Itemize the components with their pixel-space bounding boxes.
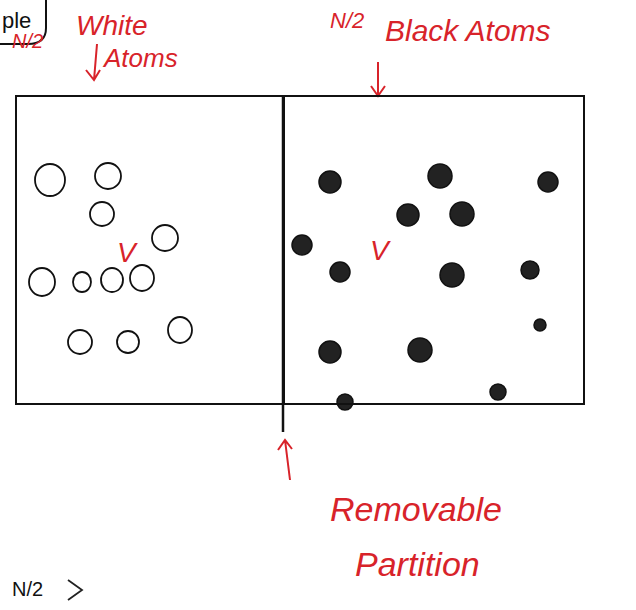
- gas-chamber: V: [283, 95, 585, 405]
- white-atoms: [29, 163, 192, 354]
- annotation: N/2: [12, 578, 43, 601]
- volume-label: V: [370, 237, 389, 265]
- annotation: Partition: [355, 545, 480, 584]
- annotation: White: [76, 10, 148, 42]
- annotation: Removable: [330, 490, 502, 529]
- black-atoms: [292, 164, 558, 410]
- volume-label: V: [117, 239, 136, 267]
- leader-arrows: [86, 44, 385, 480]
- annotation: N/2: [330, 8, 364, 33]
- annotation: ple: [2, 8, 31, 33]
- annotation: N/2: [12, 30, 43, 53]
- gas-chamber: V: [15, 95, 284, 405]
- greater-sign: [68, 580, 82, 600]
- annotation: Atoms: [104, 44, 178, 74]
- annotation: Black Atoms: [385, 14, 551, 49]
